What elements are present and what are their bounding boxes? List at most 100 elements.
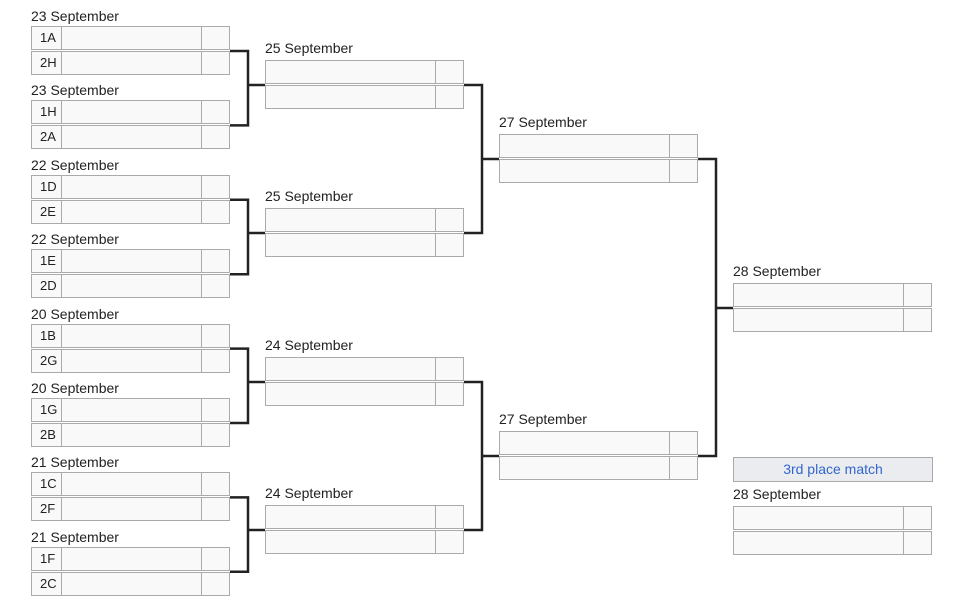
seed-label: 1C (31, 472, 61, 497)
match-date: 25 September (265, 40, 353, 56)
score-cell (201, 199, 230, 224)
semifinal-team-row (499, 134, 698, 158)
score-cell (435, 85, 464, 109)
final-team-row (733, 283, 932, 307)
score-cell (201, 398, 230, 422)
quarterfinal-team-row (265, 530, 464, 554)
score-cell (201, 546, 230, 571)
match-date: 22 September (31, 231, 119, 248)
quarterfinal-team-row (265, 208, 464, 232)
team-row: 1G (31, 398, 230, 422)
score-cell (201, 497, 230, 522)
connector-line (464, 380, 499, 532)
seed-label: 2B (31, 423, 61, 447)
team-name-cell (265, 505, 435, 529)
score-cell (669, 431, 698, 455)
team-name-cell (61, 497, 201, 522)
team-row: 2E (31, 199, 230, 224)
quarterfinal-team-row (265, 233, 464, 257)
team-name-cell (61, 26, 201, 50)
team-row: 2C (31, 571, 230, 596)
seed-label: 2D (31, 274, 61, 299)
team-row: 1H (31, 100, 230, 125)
semifinal-team-row (499, 456, 698, 480)
team-name-cell (61, 398, 201, 422)
seed-label: 2F (31, 497, 61, 522)
match-date: 21 September (31, 454, 119, 471)
team-name-cell (265, 233, 435, 257)
quarterfinal-team-row (265, 357, 464, 381)
score-cell (435, 357, 464, 381)
match-date: 28 September (733, 263, 821, 279)
team-row: 1F (31, 546, 230, 571)
team-name-cell (265, 85, 435, 109)
team-name-cell (265, 208, 435, 232)
third-place-team-row (733, 506, 932, 530)
team-name-cell (733, 308, 903, 332)
team-row: 1A (31, 26, 230, 50)
score-cell (201, 51, 230, 75)
match-date: 22 September (31, 156, 119, 173)
score-cell (201, 249, 230, 274)
connector-line (230, 198, 265, 276)
score-cell (201, 571, 230, 596)
score-cell (435, 530, 464, 554)
seed-label: 2H (31, 51, 61, 75)
team-name-cell (61, 423, 201, 447)
third-place-team-row (733, 531, 932, 555)
score-cell (669, 134, 698, 158)
team-name-cell (61, 274, 201, 299)
score-cell (669, 159, 698, 183)
seed-label: 1B (31, 323, 61, 348)
third-place-link[interactable]: 3rd place match (733, 457, 933, 482)
seed-label: 1D (31, 174, 61, 199)
team-row: 2F (31, 497, 230, 522)
team-row: 1B (31, 323, 230, 348)
team-row: 2D (31, 274, 230, 299)
seed-label: 2E (31, 199, 61, 224)
team-name-cell (265, 357, 435, 381)
team-name-cell (61, 546, 201, 571)
quarterfinal-team-row (265, 382, 464, 406)
team-row: 2A (31, 125, 230, 150)
seed-label: 2A (31, 125, 61, 150)
seed-label: 2G (31, 348, 61, 373)
connector-line (698, 157, 733, 458)
team-name-cell (265, 382, 435, 406)
score-cell (903, 531, 932, 555)
score-cell (201, 174, 230, 199)
seed-label: 1H (31, 100, 61, 125)
team-row: 2H (31, 51, 230, 75)
match-date: 28 September (733, 486, 821, 502)
connector-line (230, 496, 265, 574)
score-cell (435, 60, 464, 84)
team-name-cell (61, 323, 201, 348)
score-cell (435, 505, 464, 529)
score-cell (903, 308, 932, 332)
team-name-cell (733, 531, 903, 555)
team-name-cell (61, 249, 201, 274)
team-name-cell (61, 571, 201, 596)
match-date: 23 September (31, 82, 119, 99)
score-cell (201, 100, 230, 125)
seed-label: 1F (31, 546, 61, 571)
match-date: 25 September (265, 188, 353, 204)
match-date: 20 September (31, 305, 119, 322)
team-name-cell (265, 60, 435, 84)
quarterfinal-team-row (265, 85, 464, 109)
seed-label: 1A (31, 26, 61, 50)
team-name-cell (499, 159, 669, 183)
team-name-cell (61, 100, 201, 125)
semifinal-team-row (499, 159, 698, 183)
match-date: 27 September (499, 114, 587, 130)
match-date: 24 September (265, 485, 353, 501)
seed-label: 1G (31, 398, 61, 422)
score-cell (903, 283, 932, 307)
connector-line (230, 347, 265, 425)
score-cell (201, 472, 230, 497)
team-row: 2B (31, 423, 230, 447)
team-name-cell (265, 530, 435, 554)
connector-line (464, 83, 499, 235)
